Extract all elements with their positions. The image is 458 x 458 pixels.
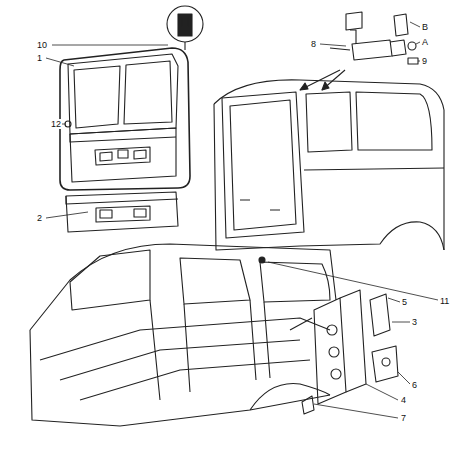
callout-number: 3	[411, 317, 418, 327]
callout-number: 1	[36, 53, 43, 63]
callout-number: 11	[439, 296, 450, 306]
callout-number: 10	[36, 40, 48, 50]
rear-body	[214, 80, 444, 263]
hinge	[330, 12, 418, 64]
detail-arrow	[300, 70, 345, 90]
latch-assembly	[302, 290, 398, 414]
car-body	[30, 244, 336, 426]
lower-panel	[66, 192, 178, 232]
callout-number: 4	[400, 395, 407, 405]
callout-number: 6	[411, 380, 418, 390]
callout-number: 8	[310, 39, 317, 49]
seal	[60, 48, 190, 190]
callout-number: 9	[421, 56, 428, 66]
callout-number: 2	[36, 213, 43, 223]
seal-detail	[167, 6, 203, 50]
callout-number: 7	[400, 413, 407, 423]
tailgate	[65, 54, 178, 182]
callout-number: B	[421, 22, 429, 32]
callout-number: A	[421, 37, 429, 47]
leader-line	[290, 318, 312, 330]
leader-lines	[46, 22, 438, 418]
callout-number: 5	[401, 297, 408, 307]
callout-number: 12	[50, 119, 62, 129]
